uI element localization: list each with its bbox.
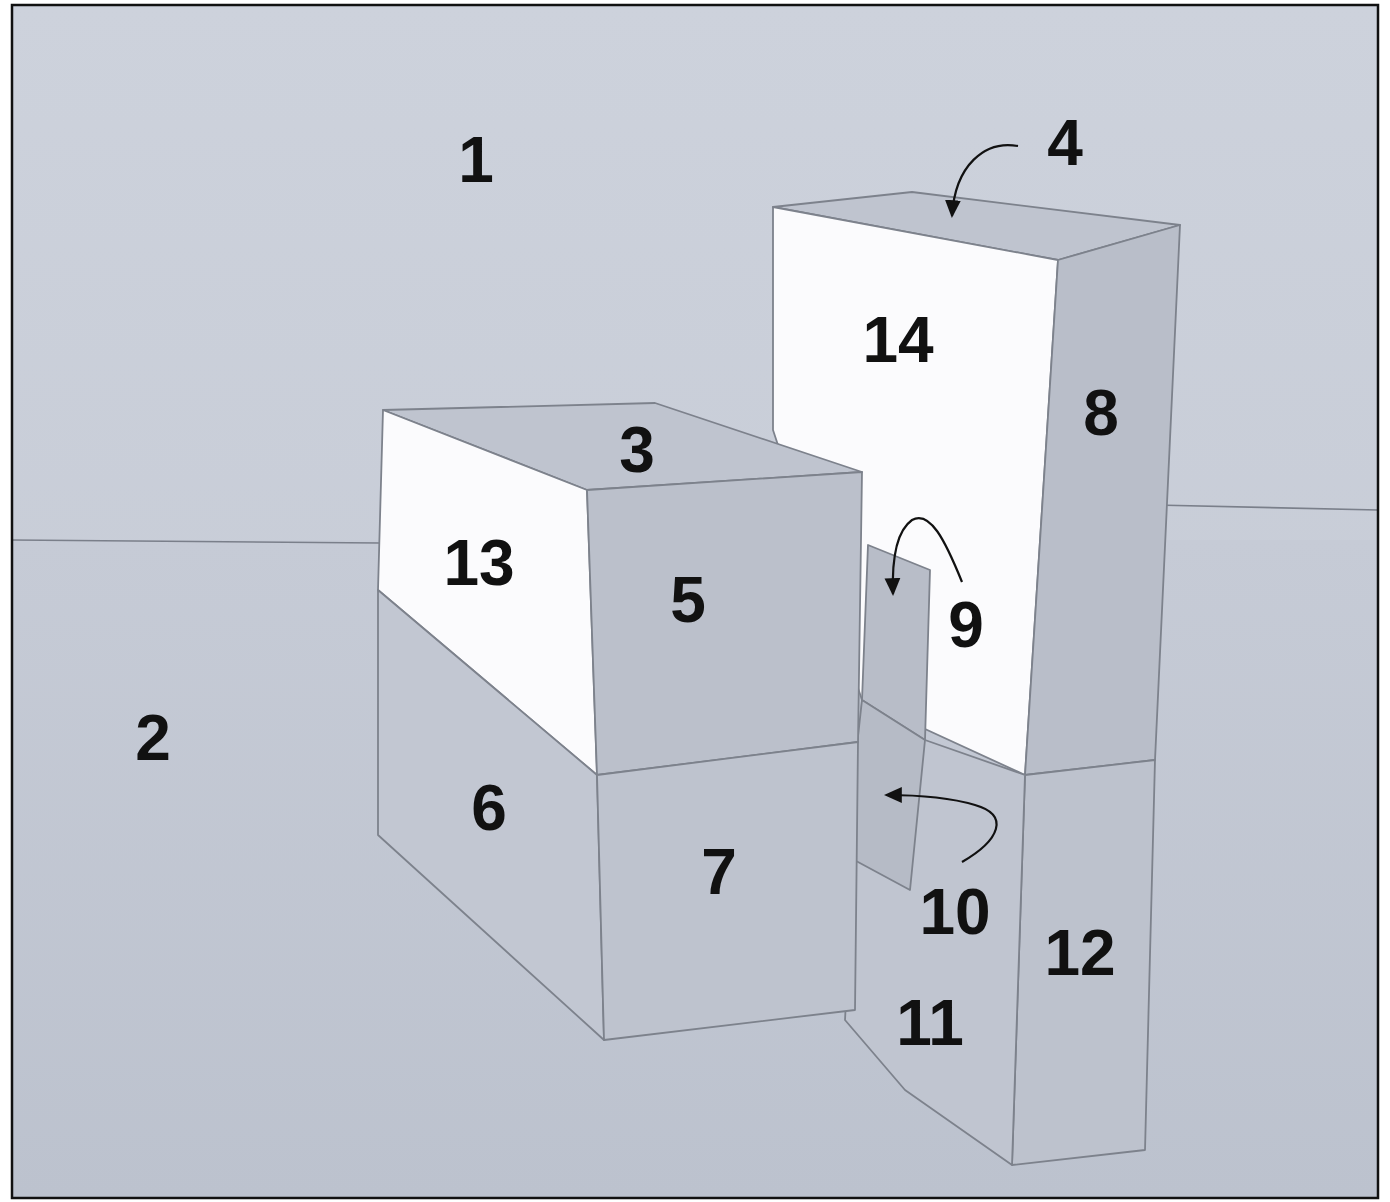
front-box bbox=[378, 403, 862, 1040]
callout-number: 1 bbox=[458, 128, 494, 192]
callout-number: 14 bbox=[862, 308, 933, 372]
callout-number: 9 bbox=[948, 593, 984, 657]
leader-arrows bbox=[886, 145, 1018, 862]
callout-number: 3 bbox=[619, 418, 655, 482]
callout-number: 7 bbox=[701, 840, 737, 904]
callout-number: 5 bbox=[670, 568, 706, 632]
background bbox=[12, 5, 1378, 1198]
callout-number: 4 bbox=[1047, 111, 1083, 175]
callout-number: 6 bbox=[471, 776, 507, 840]
callout-number: 10 bbox=[919, 880, 990, 944]
callout-number: 12 bbox=[1044, 921, 1115, 985]
callout-number: 2 bbox=[135, 706, 171, 770]
callout-number: 11 bbox=[896, 991, 964, 1055]
callout-number: 13 bbox=[443, 531, 514, 595]
callout-number: 8 bbox=[1083, 381, 1119, 445]
frame-border bbox=[12, 5, 1378, 1198]
